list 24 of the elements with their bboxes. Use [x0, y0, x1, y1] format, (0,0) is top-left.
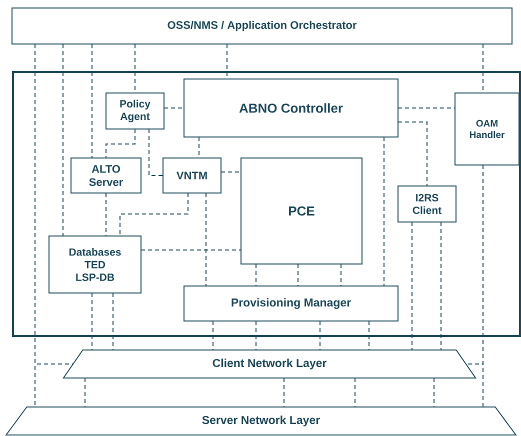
connector-line: [84, 378, 86, 408]
process-box: PCE: [240, 158, 362, 264]
orchestrator-box: OSS/NMS / Application Orchestrator: [12, 8, 512, 44]
connector-line: [106, 128, 136, 158]
process-box: I2RS Client: [398, 186, 456, 222]
connector-line: [62, 44, 64, 236]
connector-line: [398, 122, 428, 186]
connector-line: [112, 292, 114, 350]
connector-line: [340, 264, 342, 286]
process-box: ALTO Server: [70, 158, 142, 194]
process-box: ABNO Controller: [184, 78, 398, 138]
connector-line: [368, 320, 370, 350]
connector-line: [148, 128, 164, 176]
connector-line: [440, 222, 442, 350]
process-box: OAM Handler: [454, 92, 520, 166]
frame-box: [12, 71, 521, 337]
process-box: Provisioning Manager: [184, 286, 398, 322]
connector-line: [120, 192, 188, 236]
connector-line: [212, 320, 214, 350]
process-box: Databases TED LSP-DB: [48, 236, 142, 294]
process-box: VNTM: [162, 158, 222, 194]
connector-line: [354, 378, 356, 408]
connector-line: [482, 164, 484, 408]
process-box: Policy Agent: [106, 92, 164, 130]
